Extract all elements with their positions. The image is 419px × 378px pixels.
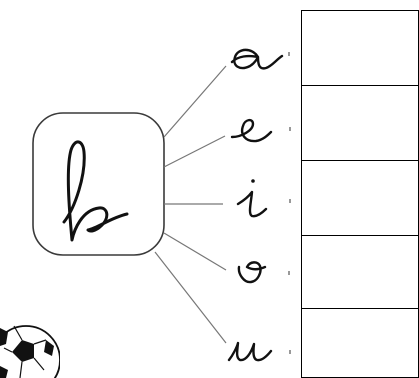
connector-line-e <box>163 135 226 168</box>
answer-table <box>301 10 419 378</box>
cursive-letter-b <box>62 140 129 242</box>
connector-line-o <box>163 232 227 271</box>
connector-line-a <box>163 65 227 138</box>
cursive-vowel-i <box>236 179 268 218</box>
center-letter-box <box>32 112 165 256</box>
cursive-vowel-o <box>237 261 267 284</box>
answer-cell-o[interactable] <box>301 235 419 309</box>
cursive-vowel-e <box>230 118 273 143</box>
connector-line-u <box>154 251 227 344</box>
answer-cell-e[interactable] <box>301 85 419 161</box>
answer-cell-a[interactable] <box>301 10 419 86</box>
edge-dots <box>288 52 291 354</box>
answer-cell-i[interactable] <box>301 160 419 236</box>
cursive-vowel-a <box>230 48 284 70</box>
answer-cell-u[interactable] <box>301 308 419 378</box>
soccer-ball-icon <box>0 325 60 378</box>
connector-lines <box>154 65 227 344</box>
cursive-vowel-u <box>227 341 273 362</box>
